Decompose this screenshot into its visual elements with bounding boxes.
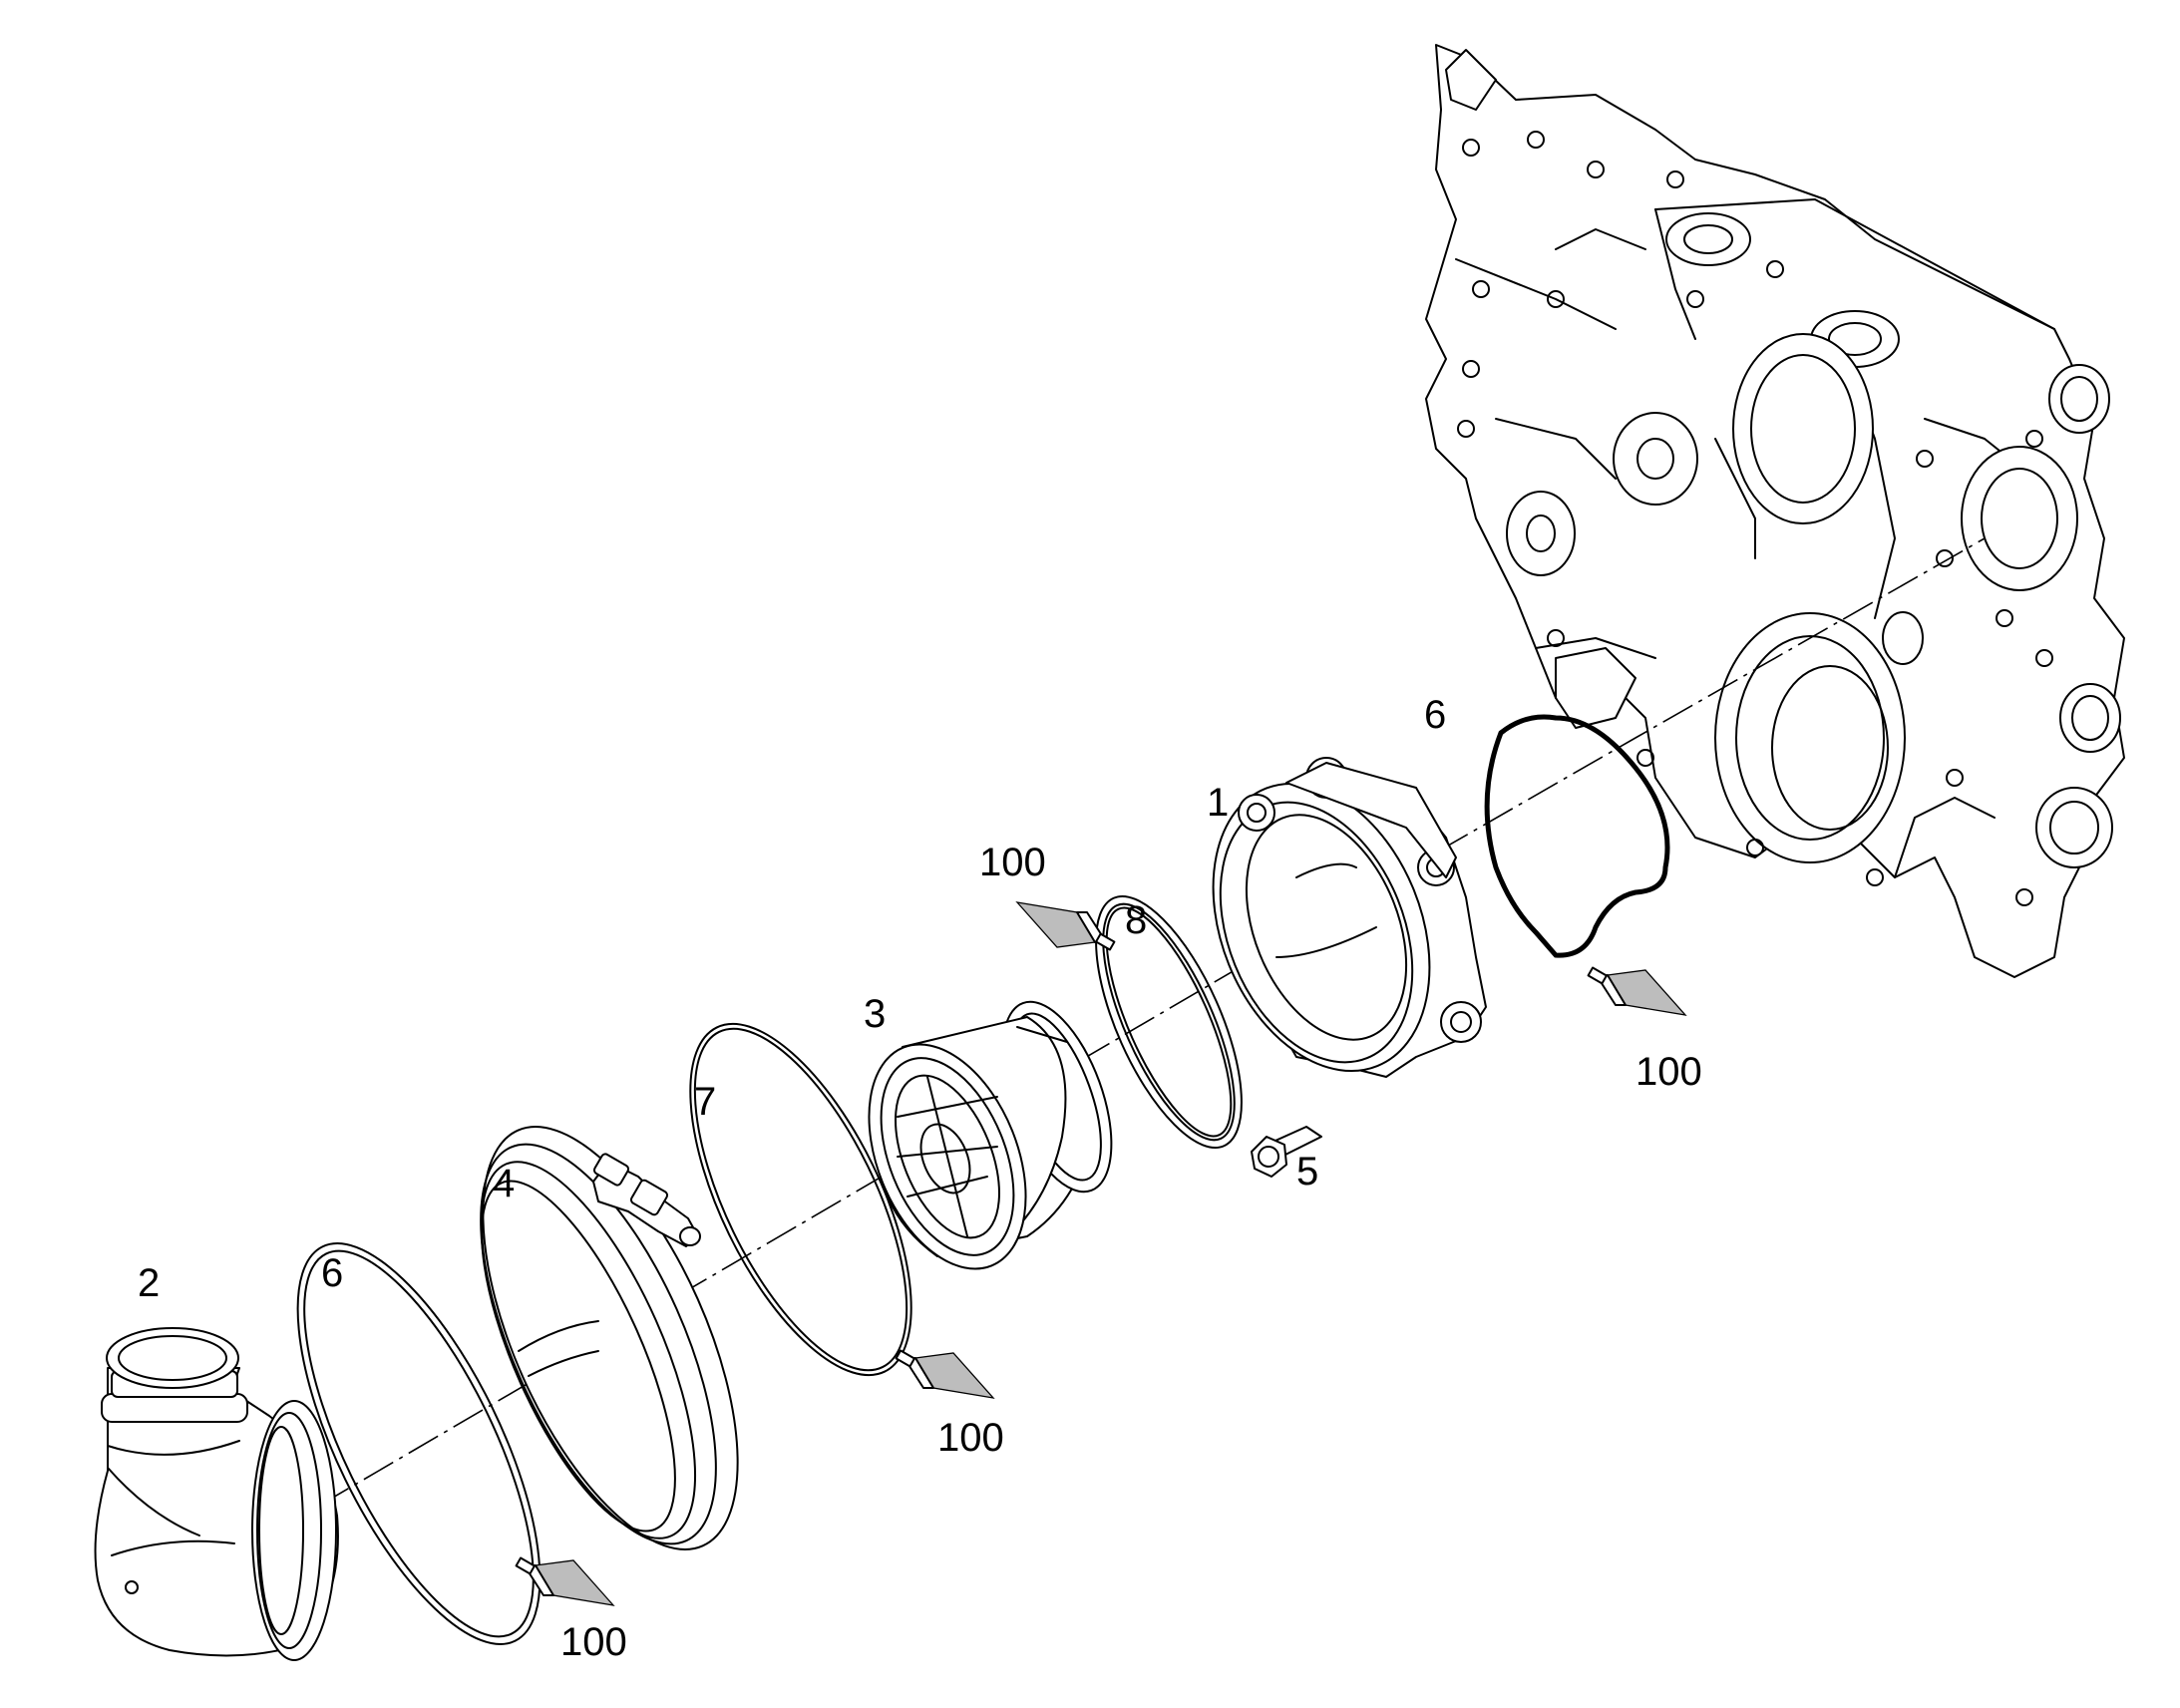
lubricant-tube-icon (515, 1556, 615, 1606)
callout-8: 8 (1125, 898, 1147, 942)
callout-7: 7 (694, 1080, 716, 1124)
lubricant-tube-icon (1587, 966, 1687, 1016)
center-axis-line (318, 537, 1986, 1507)
callout-1: 1 (1207, 781, 1229, 825)
callout-6-lower: 6 (321, 1251, 343, 1295)
part-1-thermostat-housing (1212, 757, 1487, 1078)
engine-timing-cover-housing (1425, 44, 2125, 978)
callout-100-right: 100 (1635, 1050, 1702, 1094)
callout-4: 4 (493, 1162, 515, 1205)
callout-2: 2 (138, 1261, 160, 1305)
part-4-v-band-clamp (480, 1126, 739, 1550)
lubricant-tube-icon (895, 1349, 995, 1399)
part-6-large-o-ring (296, 1242, 542, 1645)
part-8-small-o-ring (1095, 894, 1243, 1150)
callout-100-top: 100 (979, 841, 1046, 884)
callout-3: 3 (864, 992, 886, 1036)
part-3-thermostat-insert (868, 1000, 1113, 1270)
part-6-shaped-gasket (1484, 714, 1670, 958)
callout-6-upper: 6 (1424, 693, 1446, 737)
callout-100-bottom: 100 (560, 1620, 627, 1664)
part-2-elbow-pipe (94, 1327, 339, 1661)
part-7-thin-o-ring (689, 1022, 912, 1377)
callout-100-middle: 100 (937, 1416, 1004, 1460)
callout-5: 5 (1296, 1150, 1318, 1194)
part-5-flange-bolt (1251, 1126, 1322, 1178)
lubricant-tube-icon (1015, 901, 1116, 951)
